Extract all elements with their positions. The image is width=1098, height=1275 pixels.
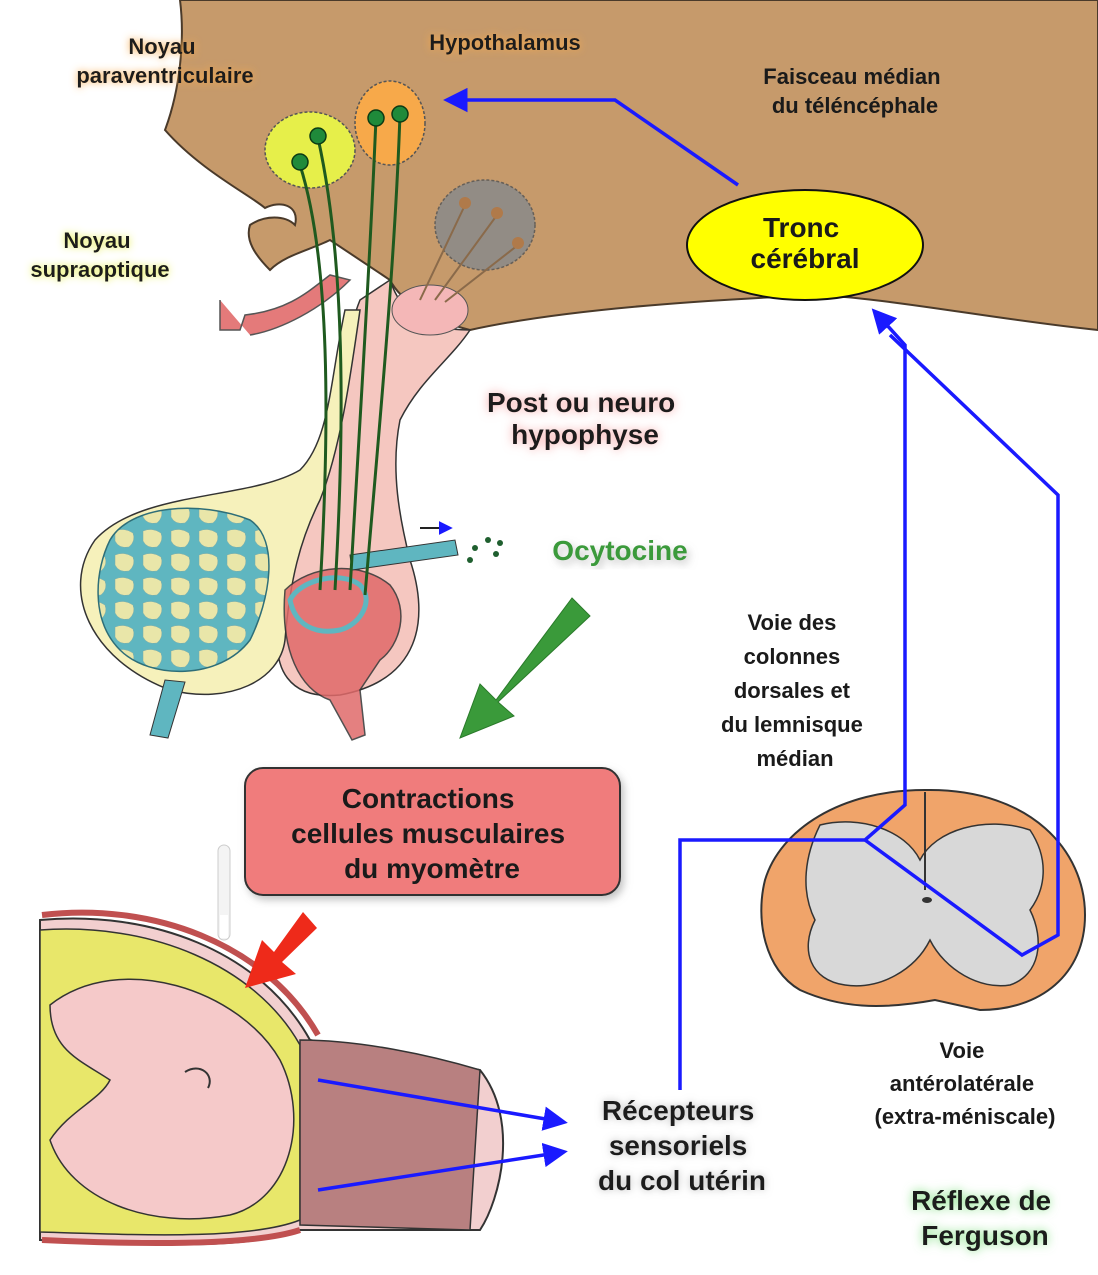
grey-nucleus bbox=[435, 180, 535, 270]
ocytocine-granules bbox=[467, 537, 503, 563]
label-recepteurs: Récepteurs sensoriels du col utérin bbox=[598, 1095, 766, 1196]
hypophyseal-artery bbox=[220, 275, 350, 335]
capillary-network bbox=[284, 569, 401, 740]
ocytocine-arrow bbox=[460, 598, 590, 738]
label-hypothalamus: Hypothalamus bbox=[429, 30, 581, 55]
anterior-cell-mass bbox=[98, 508, 269, 671]
label-noyau-supraoptique: Noyau supraoptique bbox=[30, 228, 169, 282]
label-voie-colonnes: Voie des colonnes dorsales et du lemnisq… bbox=[721, 610, 869, 771]
label-tronc-cerebral: Tronc cérébral bbox=[751, 212, 860, 274]
label-voie-anterolaterale: Voie antérolatérale (extra-méniscale) bbox=[875, 1038, 1056, 1129]
spinal-cord bbox=[761, 790, 1085, 1010]
contraction-arrow bbox=[245, 912, 317, 988]
portal-vessel bbox=[150, 680, 185, 738]
supraoptic-nucleus bbox=[265, 112, 355, 188]
label-reflexe-ferguson: Réflexe de Ferguson bbox=[911, 1185, 1059, 1251]
label-ocytocine: Ocytocine bbox=[552, 535, 687, 566]
paraventricular-nucleus bbox=[355, 81, 425, 165]
label-post-hypophyse: Post ou neuro hypophyse bbox=[487, 387, 683, 450]
progress-marker-fill bbox=[220, 915, 228, 938]
